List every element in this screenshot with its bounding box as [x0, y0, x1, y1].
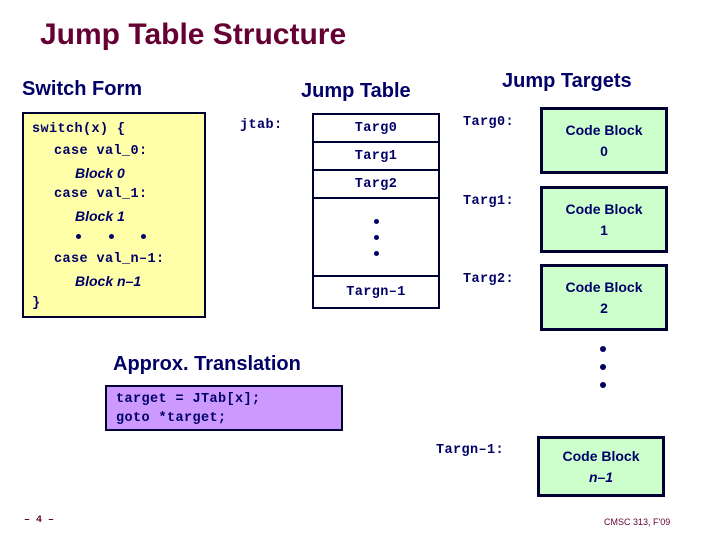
code-block-1-index: 1	[600, 221, 608, 238]
switch-line-1: switch(x) {	[32, 122, 126, 137]
switch-block-1-text: Block 1	[75, 208, 125, 224]
code-block-n-title: Code Block	[562, 448, 640, 465]
translation-line-2: goto *target;	[116, 411, 227, 426]
switch-ellipsis-dots	[76, 234, 146, 239]
footer-page-number: – 4 –	[24, 515, 55, 526]
switch-line-case-1: case val_1:	[54, 187, 148, 202]
switch-block-n-text: Block n–1	[75, 273, 142, 289]
dot-icon	[600, 382, 606, 388]
code-block-2-title: Code Block	[565, 279, 643, 296]
page-title: Jump Table Structure	[40, 18, 347, 51]
code-block-2: Code Block 2	[540, 264, 668, 331]
code-block-0-title: Code Block	[565, 122, 643, 139]
switch-block-0: Block 0	[75, 165, 125, 181]
dot-icon	[600, 364, 606, 370]
switch-block-0-text: Block 0	[75, 165, 125, 181]
switch-form-box: switch(x) { case val_0: Block 0 case val…	[22, 112, 206, 318]
jump-table-cell-0: Targ0	[314, 115, 438, 143]
dot-icon	[141, 234, 146, 239]
target-label-0: Targ0:	[463, 115, 515, 130]
switch-block-1: Block 1	[75, 208, 125, 224]
code-block-0: Code Block 0	[540, 107, 668, 174]
dot-icon	[108, 234, 114, 239]
heading-switch-form: Switch Form	[22, 78, 143, 100]
target-label-2: Targ2:	[463, 272, 515, 287]
switch-line-close-brace: }	[32, 296, 41, 311]
dot-icon	[373, 234, 379, 240]
code-block-0-index: 0	[600, 142, 608, 159]
target-label-1: Targ1:	[463, 194, 515, 209]
dot-icon	[76, 234, 81, 239]
heading-jump-targets: Jump Targets	[502, 70, 632, 92]
jump-table-cell-ellipsis	[314, 199, 438, 277]
approx-translation-box: target = JTab[x]; goto *target;	[105, 385, 343, 431]
switch-line-case-0: case val_0:	[54, 144, 148, 159]
jump-table: Targ0 Targ1 Targ2 Targn–1	[312, 113, 440, 309]
dot-icon	[600, 346, 606, 352]
code-block-n-index: n–1	[588, 468, 614, 485]
jump-table-cell-1: Targ1	[314, 143, 438, 171]
heading-jump-table: Jump Table	[301, 80, 411, 102]
code-block-n: Code Block n–1	[537, 436, 665, 497]
jump-targets-ellipsis-dots	[600, 346, 606, 388]
jump-table-cell-2: Targ2	[314, 171, 438, 199]
dot-icon	[373, 218, 379, 224]
switch-line-case-n: case val_n–1:	[54, 252, 165, 267]
footer-course-label: CMSC 313, F'09	[604, 517, 671, 527]
switch-block-n: Block n–1	[75, 273, 141, 289]
code-block-2-index: 2	[600, 299, 608, 316]
dot-icon	[373, 250, 379, 256]
code-block-1: Code Block 1	[540, 186, 668, 253]
jtab-pointer-label: jtab:	[240, 118, 283, 133]
heading-approx-translation: Approx. Translation	[113, 353, 301, 375]
code-block-1-title: Code Block	[565, 201, 643, 218]
jump-table-cell-n: Targn–1	[314, 277, 438, 307]
target-label-n: Targn–1:	[436, 443, 505, 458]
translation-line-1: target = JTab[x];	[116, 392, 261, 407]
